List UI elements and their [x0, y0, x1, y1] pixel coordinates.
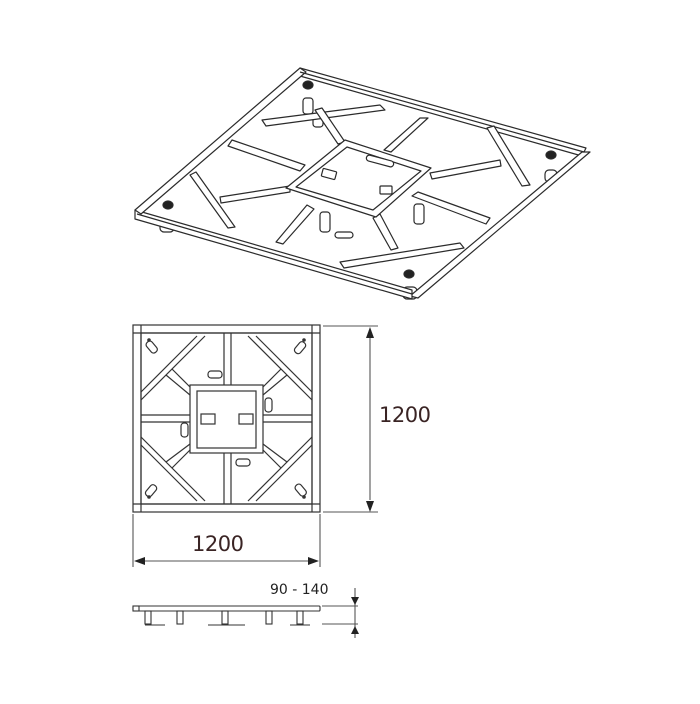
dimension-width-label: 1200	[192, 532, 244, 556]
isometric-view	[134, 67, 591, 300]
iso-outer-frame	[134, 67, 591, 300]
dimension-depth-label: 1200	[379, 403, 431, 427]
height-dimension	[322, 588, 359, 638]
dimension-height-label: 90 - 140	[270, 582, 329, 598]
plan-corner-holes	[147, 338, 306, 499]
plan-outer-frame	[132, 324, 321, 513]
iso-center-frame	[285, 139, 432, 218]
plan-center-frame	[141, 333, 312, 504]
plan-slots	[144, 340, 307, 498]
plan-corner-diagonals	[140, 335, 313, 502]
iso-corner-pads	[162, 80, 557, 279]
plan-view	[132, 324, 321, 513]
dimension-lines	[132, 325, 378, 567]
side-plate	[132, 605, 321, 612]
side-view	[132, 588, 359, 638]
side-legs	[144, 610, 310, 626]
